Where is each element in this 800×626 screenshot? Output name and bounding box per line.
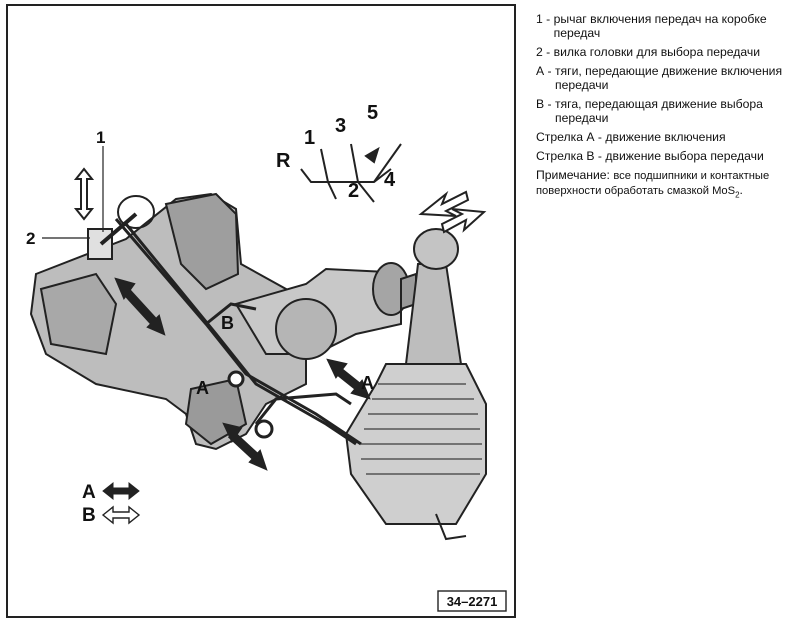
shift-lever-assembly: [344, 228, 487, 541]
diagram-svg: R 1 2 3 4 5 1 2 B A A A B 34–2271: [6, 4, 516, 618]
legend-item-1: 1 - рычаг включения передач на коробке п…: [536, 12, 794, 40]
legend-text: тяга, передающая движение выбора передач…: [554, 97, 763, 125]
legend-text: тяги, передающие движение включения пере…: [554, 64, 783, 92]
note-label: Примечание:: [536, 168, 610, 182]
gear-r-label: R: [276, 150, 291, 172]
legend-text: вилка головки для выбора передачи: [553, 45, 761, 59]
legend-arrow-a: Стрелка А - движение включения: [536, 130, 726, 144]
key-a-label: A: [82, 482, 96, 503]
gear-4-label: 4: [384, 169, 396, 191]
key-b-label: B: [82, 505, 96, 526]
legend-key: В -: [536, 97, 555, 111]
legend-item-2: 2 - вилка головки для выбора передачи: [536, 45, 794, 59]
legend-item-a: А - тяги, передающие движение включения …: [536, 64, 794, 92]
rod-b-label: B: [221, 313, 234, 333]
legend-text: рычаг включения передач на коробке перед…: [553, 12, 767, 40]
diagram-figure: R 1 2 3 4 5 1 2 B A A A B 34–2271: [6, 4, 516, 618]
rod-a-label-right: A: [361, 373, 374, 393]
reference-code: 34–2271: [447, 594, 498, 609]
legend-key: 2 -: [536, 45, 554, 59]
motion-arrows: [114, 277, 371, 471]
legend-note: Примечание: все подшипники и контактные …: [536, 168, 794, 202]
gear-1-label: 1: [304, 127, 315, 149]
selector-lever: [87, 195, 155, 260]
part-2-label: 2: [26, 229, 35, 248]
legend-key: 1 -: [536, 12, 554, 26]
legend-item-b: В - тяга, передающая движение выбора пер…: [536, 97, 794, 125]
gearbox-extension: [234, 262, 417, 360]
gear-3-label: 3: [335, 115, 346, 137]
legend-key: А -: [536, 64, 555, 78]
legend: 1 - рычаг включения передач на коробке п…: [536, 12, 794, 202]
key-a-arrow: [102, 481, 140, 501]
note-subscript: 2: [735, 190, 740, 200]
vertical-motion-arrow: [73, 167, 95, 221]
selection-arrow-outline: [418, 190, 487, 234]
note-text: все подшипники и контактные поверхности …: [536, 170, 770, 197]
note-end: .: [739, 183, 743, 197]
rod-a-label-left: A: [196, 378, 209, 398]
gear-2-label: 2: [348, 180, 359, 202]
key-b-arrow: [101, 505, 141, 525]
shift-pattern: [300, 143, 402, 203]
legend-arrow-b: Стрелка В - движение выбора передачи: [536, 149, 764, 163]
part-1-label: 1: [96, 128, 105, 147]
gear-5-label: 5: [367, 102, 378, 124]
reference-code-box: [437, 590, 507, 612]
linkage-rods: [114, 218, 362, 446]
